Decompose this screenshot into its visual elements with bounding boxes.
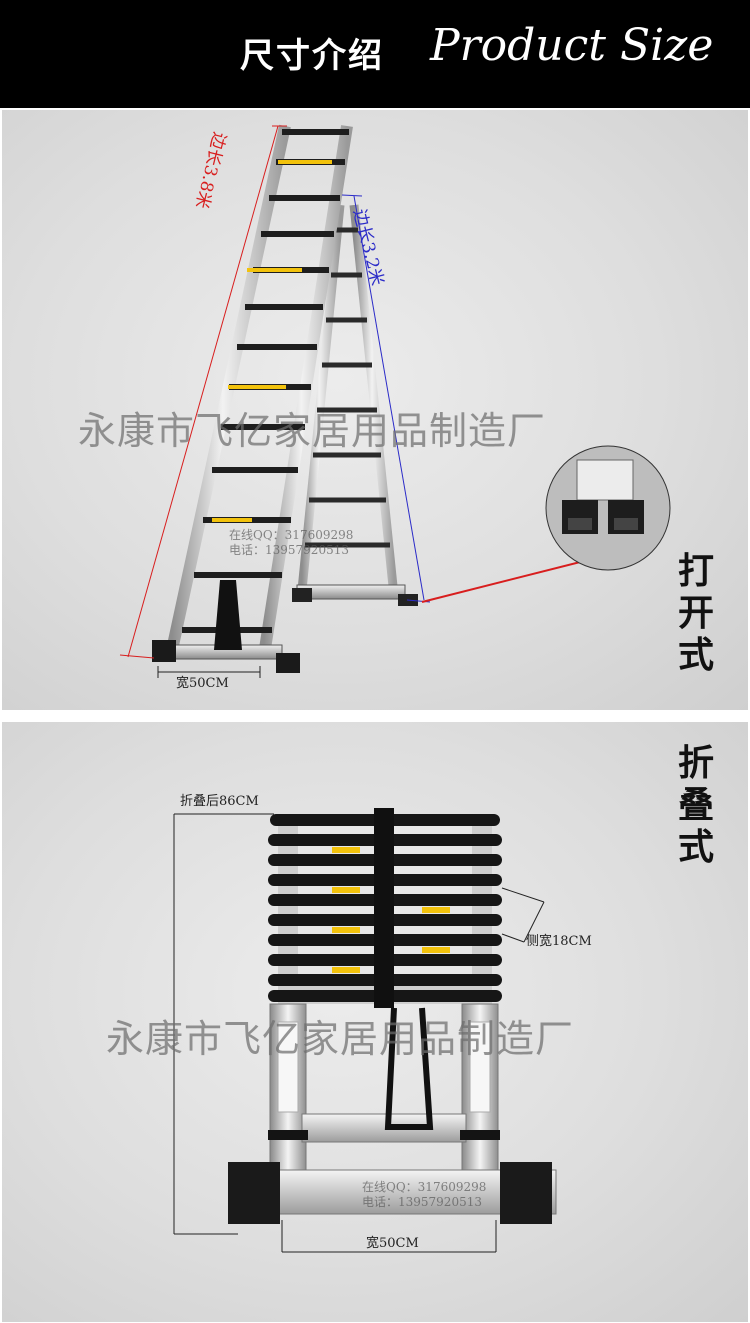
long-side-dimension-line (119, 125, 287, 659)
width-label: 宽50CM (176, 676, 229, 691)
back-ladder-section (292, 204, 418, 606)
front-ladder-section (152, 124, 353, 673)
mode-char-3: 式 (677, 634, 714, 676)
mode-char-1: 折 (677, 742, 714, 784)
open-ladder-illustration (119, 124, 671, 678)
mode-label-open: 打 开 式 (674, 550, 718, 676)
watermark-text: 永康市飞亿家居用品制造厂 (78, 409, 547, 453)
hinge-detail-callout (421, 445, 671, 603)
stacked-rungs (268, 808, 502, 1008)
bottom-width-label: 宽50CM (366, 1236, 419, 1251)
mode-char-2: 叠 (677, 784, 714, 826)
contact-info: 在线QQ：317609298 电话：13957920513 (362, 1180, 486, 1210)
folded-height-label: 折叠后86CM (180, 794, 259, 809)
contact-info: 在线QQ：317609298 电话：13957920513 (229, 528, 353, 558)
mode-char-2: 开 (677, 592, 714, 634)
bottom-width-dimension-line (281, 1220, 497, 1253)
mode-char-3: 式 (677, 826, 714, 868)
open-ladder-panel: 永康市飞亿家居用品制造厂 在线QQ：317609298 电话：139579205… (2, 110, 748, 710)
mode-char-1: 打 (677, 550, 714, 592)
folded-height-dimension-line (173, 813, 274, 1235)
contact-phone: 电话：13957920513 (229, 543, 349, 557)
contact-qq: 在线QQ：317609298 (362, 1180, 487, 1194)
ladder-legs (228, 1003, 557, 1224)
contact-qq: 在线QQ：317609298 (229, 528, 354, 542)
side-width-label: 侧宽18CM (526, 934, 592, 949)
mode-label-folded: 折 叠 式 (674, 742, 718, 868)
side-width-dimension-line (501, 887, 545, 943)
folded-ladder-illustration (173, 808, 557, 1253)
folded-ladder-panel: 永康市飞亿家居用品制造厂 在线QQ：317609298 电话：139579205… (2, 722, 748, 1322)
watermark-text: 永康市飞亿家居用品制造厂 (106, 1017, 575, 1061)
header-banner: 尺寸介绍 Product Size (0, 0, 750, 108)
width-dimension-line (157, 666, 261, 678)
header-title-en: Product Size (430, 20, 714, 71)
contact-phone: 电话：13957920513 (362, 1195, 482, 1209)
header-title-cn: 尺寸介绍 (240, 36, 384, 76)
